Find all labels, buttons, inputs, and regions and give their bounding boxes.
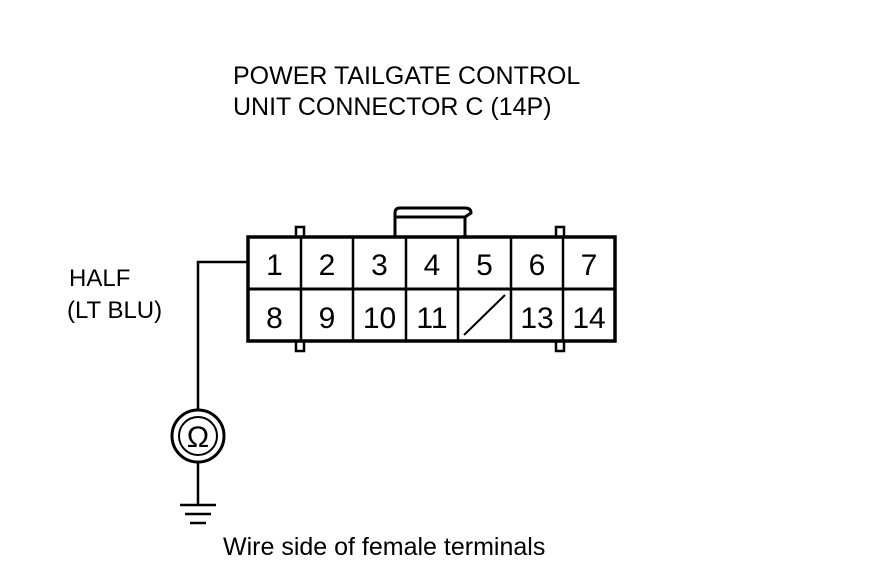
cavity-dividers [299, 237, 565, 341]
pin-14: 14 [572, 302, 605, 335]
pin-4: 4 [424, 249, 441, 282]
title-line-1: POWER TAILGATE CONTROL [233, 62, 580, 90]
pin-13: 13 [520, 302, 553, 335]
test-lead-wire [196, 260, 248, 410]
pin-5: 5 [476, 249, 493, 282]
caption: Wire side of female terminals [223, 533, 545, 561]
pin-1: 1 [266, 249, 283, 282]
pin-2: 2 [319, 249, 336, 282]
connector-c-14p [246, 206, 617, 353]
title-line-2: UNIT CONNECTOR C (14P) [233, 93, 552, 121]
pin-8: 8 [266, 302, 283, 335]
pin-6: 6 [529, 249, 546, 282]
ohmmeter-icon: Ω [170, 408, 226, 464]
connector-latch [393, 206, 473, 237]
pin-9: 9 [319, 302, 336, 335]
pin-11: 11 [416, 302, 447, 335]
pin-numbers: 1 2 3 4 5 6 7 8 9 10 11 13 14 [266, 249, 606, 335]
ohm-symbol: Ω [187, 421, 209, 454]
pin-10: 10 [363, 302, 396, 335]
wire-label-line-1: HALF [69, 265, 130, 292]
wire-label-line-2: (LT BLU) [67, 297, 162, 324]
pin-3: 3 [371, 249, 388, 282]
empty-cavity-slash [463, 294, 506, 336]
ground-icon [180, 503, 216, 525]
pin-7: 7 [581, 249, 598, 282]
